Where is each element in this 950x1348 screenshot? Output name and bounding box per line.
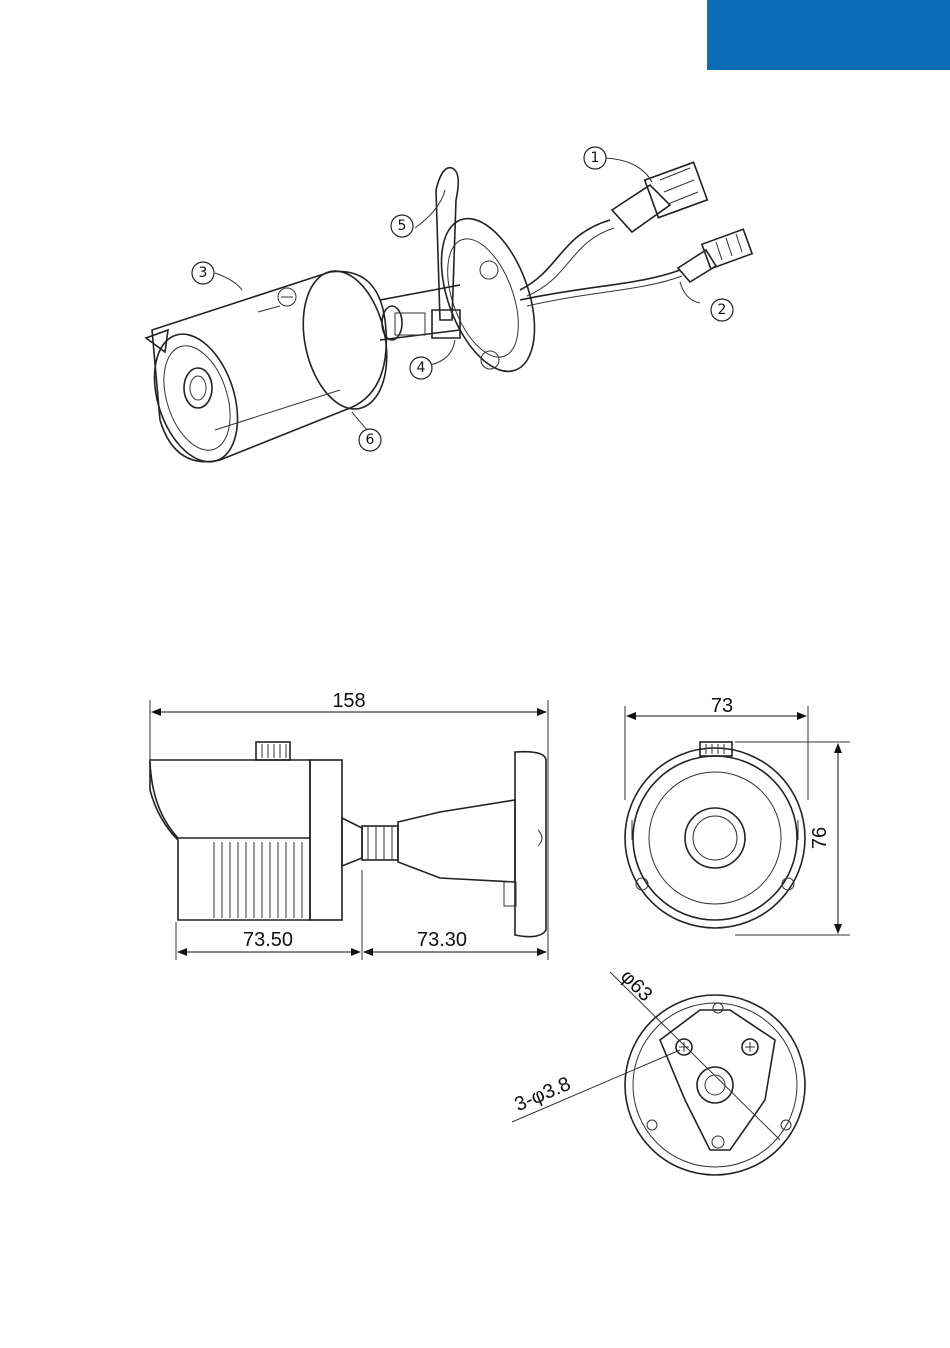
dim-hole-circle: φ63 — [616, 966, 656, 1006]
dim-front-length: 73.50 — [243, 929, 293, 951]
dim-overall-length: 158 — [332, 690, 365, 712]
callout-5: 5 — [391, 215, 413, 237]
perspective-view — [139, 158, 752, 473]
dim-mount-holes: 3-φ3.8 — [511, 1073, 574, 1116]
front-view — [625, 706, 850, 935]
svg-text:4: 4 — [417, 360, 426, 376]
side-view — [150, 700, 548, 960]
rear-view — [512, 972, 805, 1175]
svg-text:3: 3 — [199, 265, 208, 281]
dim-rear-length: 73.30 — [417, 929, 467, 951]
dim-front-width: 73 — [711, 695, 733, 717]
callout-1: 1 — [584, 147, 606, 169]
svg-text:5: 5 — [398, 218, 407, 234]
svg-text:1: 1 — [591, 150, 600, 166]
callout-4: 4 — [410, 357, 432, 379]
svg-text:6: 6 — [366, 432, 375, 448]
callout-2: 2 — [711, 299, 733, 321]
callout-6: 6 — [359, 429, 381, 451]
svg-text:2: 2 — [718, 302, 727, 318]
dim-front-height: 76 — [809, 827, 831, 849]
callout-3: 3 — [192, 262, 214, 284]
